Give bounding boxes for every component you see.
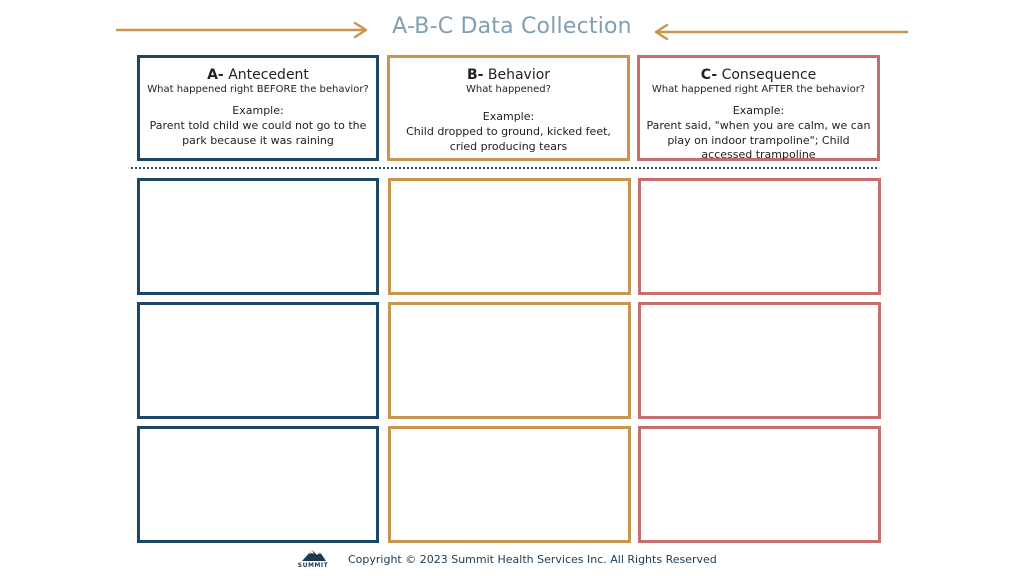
consequence-letter: C- [700,67,718,83]
consequence-example-text: Parent said, "when you are calm, we can … [646,119,871,161]
antecedent-entry-box[interactable] [137,178,379,295]
summit-logo: SUMMIT [288,546,338,574]
antecedent-example-text: Parent told child we could not go to the… [149,119,367,147]
behavior-entry-box[interactable] [388,426,631,543]
behavior-letter: B- [466,67,484,83]
copyright-text: Copyright © 2023 Summit Health Services … [348,553,717,566]
antecedent-entry-box[interactable] [137,426,379,543]
antecedent-subtitle: What happened right BEFORE the behavior? [147,84,369,95]
consequence-example-label: Example: [732,104,785,117]
antecedent-entry-box[interactable] [137,302,379,419]
left-arrow-icon [654,23,908,41]
consequence-entry-box[interactable] [638,178,881,295]
consequence-heading: C- Consequence [640,67,877,83]
logo-text: SUMMIT [297,562,329,569]
consequence-subtitle: What happened right AFTER the behavior? [651,84,866,95]
antecedent-header: A- Antecedent What happened right BEFORE… [137,55,379,161]
behavior-header: B- Behavior What happened? Example: Chil… [387,55,630,161]
antecedent-name: Antecedent [228,67,309,83]
consequence-name: Consequence [721,67,817,83]
page-title: A-B-C Data Collection [392,14,632,39]
mountain-icon [302,550,326,561]
behavior-entry-box[interactable] [388,178,631,295]
consequence-entry-box[interactable] [638,426,881,543]
behavior-heading: B- Behavior [390,67,627,83]
dotted-divider [131,167,877,169]
behavior-subtitle: What happened? [466,84,551,95]
right-arrow-icon [116,21,368,39]
antecedent-heading: A- Antecedent [140,67,376,83]
behavior-entry-box[interactable] [388,302,631,419]
antecedent-letter: A- [207,67,224,83]
behavior-example-label: Example: [482,110,535,123]
antecedent-example-label: Example: [232,104,284,117]
behavior-example-text: Child dropped to ground, kicked feet, cr… [406,125,611,153]
behavior-name: Behavior [487,67,551,83]
consequence-header: C- Consequence What happened right AFTER… [637,55,880,161]
consequence-entry-box[interactable] [638,302,881,419]
